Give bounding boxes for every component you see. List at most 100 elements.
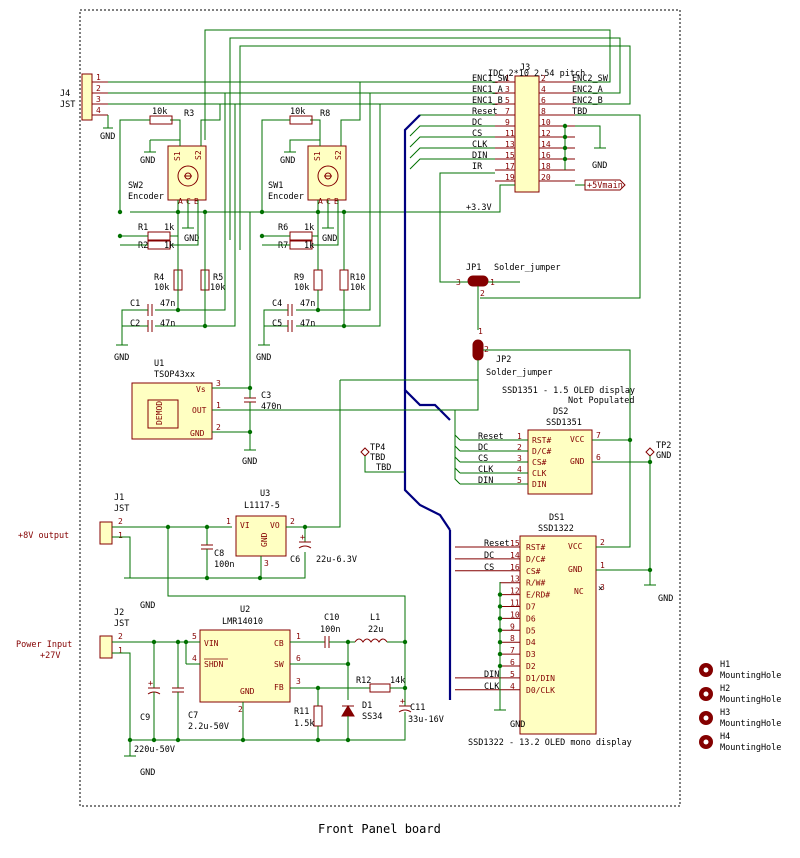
r6-ref: R6 [278,223,288,233]
r9-val: 10k [294,283,309,293]
r12-ref: R12 [356,676,371,686]
j4-ref: J4 [60,89,70,99]
j1-pin2: 2 [118,517,123,526]
display-ds2: DS2 SSD1351 VCC GND 7 6 [527,407,601,495]
ds1-pin-number: 10 [510,610,520,619]
j3-pin-number: 7 [505,107,510,116]
c5-val: 47n [300,319,315,329]
ds2-pin-name: D/C# [532,447,551,456]
j3-net-label: DC [472,118,482,128]
sw1-a-label: A [318,197,323,206]
ds1-pin-name: D4 [526,638,536,647]
hole-name: MountingHole [720,695,781,705]
ds1-pin-name: D1/DIN [526,674,555,683]
j3-pin-number: 4 [541,85,546,94]
c6-val: 22u-6.3V [316,555,357,565]
encoder-sw2: S1 S2 A C B SW2 Encoder [128,145,207,206]
ds1-pin-name: E/RD# [526,591,550,600]
ds1-pin-number: 7 [510,646,515,655]
r7-ref: R7 [278,241,288,251]
gnd-label: GND [140,156,155,166]
ds2-ref: DS2 [553,407,568,417]
j2-type: JST [114,619,129,629]
u2-pin6: 6 [296,654,301,663]
ds1-vcc-pin: 2 [600,538,605,547]
j2-pin1: 1 [118,646,123,655]
j3-pin-number: 17 [505,162,515,171]
j3-pin-number: 14 [541,140,551,149]
ds1-caption: SSD1322 - 13.2 OLED mono display [468,738,632,748]
u1-pin3: 3 [216,379,221,388]
ds1-pin-name: CS# [526,567,541,576]
ds1-ref: DS1 [549,513,564,523]
r11-ref: R11 [294,707,309,717]
sw2-s1-label: S1 [173,151,182,161]
ds1-pin-number: 9 [510,622,515,631]
ds2-part: SSD1351 [546,418,582,428]
j3-pin-number: 6 [541,96,546,105]
ds2-net-label: CS [478,454,488,464]
svg-text:×: × [598,584,603,594]
display-ds1: DS1 SSD1322 VCC GND NC 2 1 3 [519,513,605,735]
u3-vi: VI [240,521,250,530]
c6-ref: C6 [290,555,300,565]
r8-val: 10k [290,107,305,117]
gnd-label: GND [280,156,295,166]
u1-demod: DEMOD [155,401,164,425]
r12-val: 14k [390,676,405,686]
ds1-pin-name: D0/CLK [526,686,555,695]
v5-flag: +5Vmain [587,181,623,191]
r3-val: 10k [152,107,167,117]
gnd-label: GND [592,161,607,171]
u3-part: L1117-5 [244,501,280,511]
sw1-s1-label: S1 [313,151,322,161]
tp2-val: GND [656,451,671,461]
jumper-jp2: 1 2 JP2 Solder_jumper [472,327,553,378]
c8-ref: C8 [214,549,224,559]
hole-ref: H1 [720,660,730,670]
r8-ref: R8 [320,109,330,119]
ds1-pin-number: 13 [510,575,520,584]
ds2-pin-name: DIN [532,480,547,489]
j3-net-label: ENC1_SW [472,74,509,84]
j3-net-label: ENC2_SW [572,74,609,84]
r7-val: 1k [304,241,314,251]
hole-ref: H2 [720,684,730,694]
u2-shdn: SHDN [204,660,223,669]
c11-val: 33u-16V [408,715,444,725]
ds1-net-label: CS [484,563,494,573]
u1-ref: U1 [154,359,164,369]
c4-ref: C4 [272,299,282,309]
j4-pin-label: 2 [96,84,101,93]
hole-ref: H3 [720,708,730,718]
sw1-b-label: B [334,197,339,206]
r3-ref: R3 [184,109,194,119]
r5-val: 10k [210,283,225,293]
jp2-ref: JP2 [496,355,511,365]
gnd-label: GND [256,353,271,363]
ds1-nc-pin: 3 [600,583,605,592]
c7-val: 2.2u-50V [188,722,229,732]
connector-j1: J1 JST 2 1 [99,493,129,545]
c9-ref: C9 [140,713,150,723]
r6-val: 1k [304,223,314,233]
u2-pin2: 2 [238,705,243,714]
ds1-net-label: CLK [484,682,500,692]
u2-gnd: GND [240,687,255,696]
gnd-label: GND [322,234,337,244]
c10-ref: C10 [324,613,339,623]
ds1-pin-name: D6 [526,614,536,623]
ds2-pin-name: CS# [532,458,547,467]
ds1-pin-number: 8 [510,634,515,643]
u3-gnd: GND [260,532,269,547]
u1-vs: Vs [196,385,206,394]
u1-gnd: GND [190,429,205,438]
ds1-net-label: DC [484,551,494,561]
c11-ref: C11 [410,703,425,713]
r10-ref: R10 [350,273,365,283]
j3-pin-number: 16 [541,151,551,160]
u1-out: OUT [192,406,207,415]
